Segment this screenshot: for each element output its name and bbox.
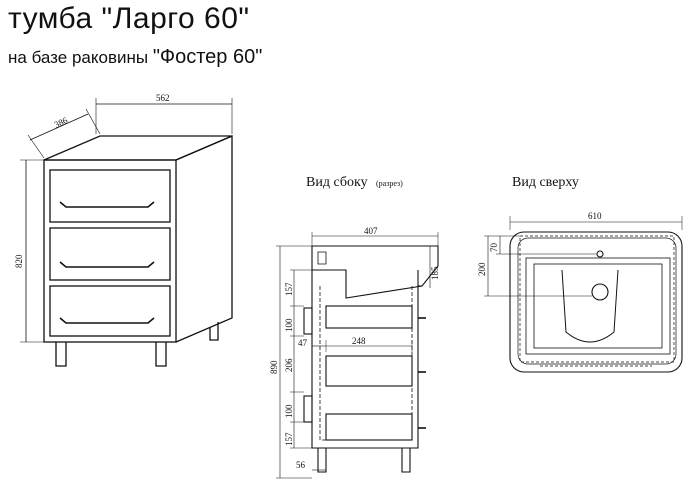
side-view-label: Вид сбоку [306, 175, 368, 190]
dim-side-inner: 248 [352, 336, 366, 346]
dim-front-depth: 386 [53, 115, 70, 130]
cabinet-front-view [20, 98, 233, 367]
subtitle-sink-name: "Фостер 60" [152, 46, 263, 68]
leg-back-right [209, 322, 219, 341]
dim-side-basin: 185 [430, 266, 440, 280]
dim-side-top: 157 [284, 282, 294, 296]
side-drawer-3 [325, 413, 413, 441]
side-drawer-2 [325, 355, 413, 387]
dim-side-depth: 407 [364, 226, 378, 236]
drawer-handle-1 [59, 201, 155, 208]
dim-side-drawer-1: 100 [284, 318, 294, 332]
leg-front-left [55, 342, 67, 367]
drawer-bottom [49, 285, 171, 337]
dim-front-width: 562 [156, 93, 170, 103]
dim-side-foot: 56 [296, 460, 306, 470]
dim-side-middle: 206 [284, 358, 294, 372]
drawer-handle-2 [59, 261, 155, 268]
top-view-label: Вид сверху [512, 175, 579, 190]
dim-side-bottom: 157 [284, 432, 294, 446]
cabinet-side-view [276, 232, 439, 479]
dim-top-small: 70 [489, 243, 499, 253]
side-drawer-1 [325, 305, 413, 329]
side-view-note: (разрез) [376, 179, 403, 188]
page-title: тумба "Ларго 60" [8, 2, 250, 35]
dim-front-height: 820 [14, 254, 24, 268]
drawer-top [49, 169, 171, 223]
subtitle-prefix: на базе раковины [8, 48, 153, 67]
dim-side-offset: 47 [298, 338, 308, 348]
dim-top-depth: 200 [477, 262, 487, 276]
drawer-middle [49, 227, 171, 281]
drawer-handle-3 [59, 317, 155, 324]
subtitle: на базе раковины "Фостер 60" [8, 46, 262, 69]
basin-section [311, 245, 439, 299]
dim-side-drawer-2: 100 [284, 404, 294, 418]
leg-front-right [155, 342, 167, 367]
cabinet-top-view [484, 216, 683, 373]
dim-top-width: 610 [588, 211, 602, 221]
dim-side-total: 890 [269, 360, 279, 374]
